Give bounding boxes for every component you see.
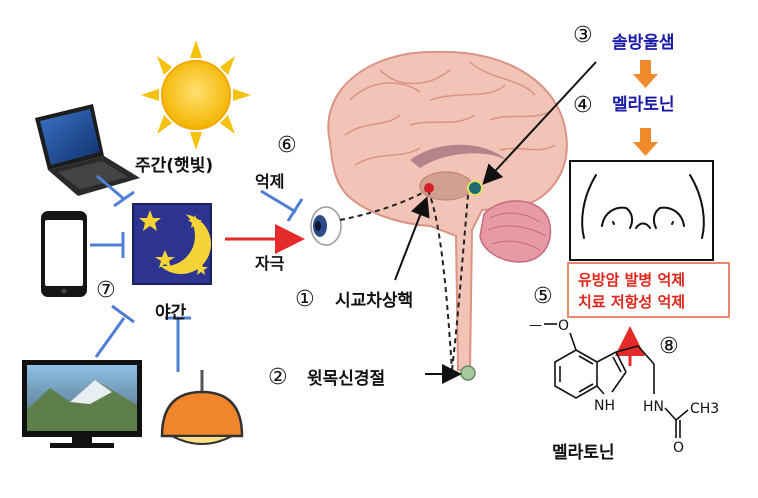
television-icon: [22, 360, 142, 448]
suppress-label: 억제: [255, 172, 284, 191]
molecule-hn-chain: HN: [643, 399, 664, 415]
smartphone-icon: [41, 211, 87, 297]
neural-pathway: [339, 189, 469, 371]
pineal-label: 솔방울샘: [612, 33, 675, 53]
ganglion-node: [460, 365, 476, 381]
laptop-icon: [35, 104, 140, 196]
molecule-nh-ring: NH: [594, 398, 615, 414]
breast-illustration: [569, 160, 714, 261]
step-8-marker: ⑧: [659, 334, 679, 359]
step-4-marker: ④: [573, 93, 593, 118]
stimulus-label: 자극: [255, 254, 285, 273]
step-5-marker: ⑤: [533, 284, 553, 309]
brain-illustration: [327, 50, 568, 371]
molecule-carbonyl-o: O: [673, 440, 684, 456]
step-6-marker: ⑥: [277, 133, 297, 158]
step-2-marker: ②: [268, 365, 288, 390]
step-3-marker: ③: [573, 23, 593, 48]
daytime-label: 주간(햇빛): [135, 156, 213, 176]
effect-box: [567, 262, 730, 318]
molecule-methoxy-o: O: [558, 318, 569, 334]
night-label: 야간: [155, 303, 187, 323]
sun-icon: [141, 40, 251, 150]
molecule-ch3: CH3: [690, 401, 719, 417]
lamp-icon: [160, 370, 244, 445]
ganglion-label: 윗목신경절: [307, 368, 385, 389]
optic-chiasm-node: [424, 183, 434, 193]
step-1-marker: ①: [295, 287, 315, 312]
molecule-methyl-dash: —: [529, 318, 542, 333]
inhibition-lines: [90, 174, 304, 372]
pineal-pointer-arrow: [482, 61, 597, 185]
melatonin-molecule-structure: [544, 323, 689, 438]
eye-icon: [310, 206, 342, 246]
night-moon-stars-icon: [132, 203, 212, 285]
optic-chiasm-label: 시교차상핵: [335, 291, 413, 311]
step-7-marker: ⑦: [96, 278, 116, 303]
pineal-gland-node: [467, 180, 483, 196]
melatonin-bottom-label: 멜라토닌: [552, 443, 615, 463]
melatonin-top-label: 멜라토닌: [612, 95, 675, 115]
effect-line-1: 유방암 발병 억제: [578, 271, 685, 289]
effect-line-2: 치료 저항성 억제: [578, 293, 685, 311]
orange-flow-arrows: [633, 60, 658, 156]
chiasm-pointer-arrow: [394, 196, 430, 281]
